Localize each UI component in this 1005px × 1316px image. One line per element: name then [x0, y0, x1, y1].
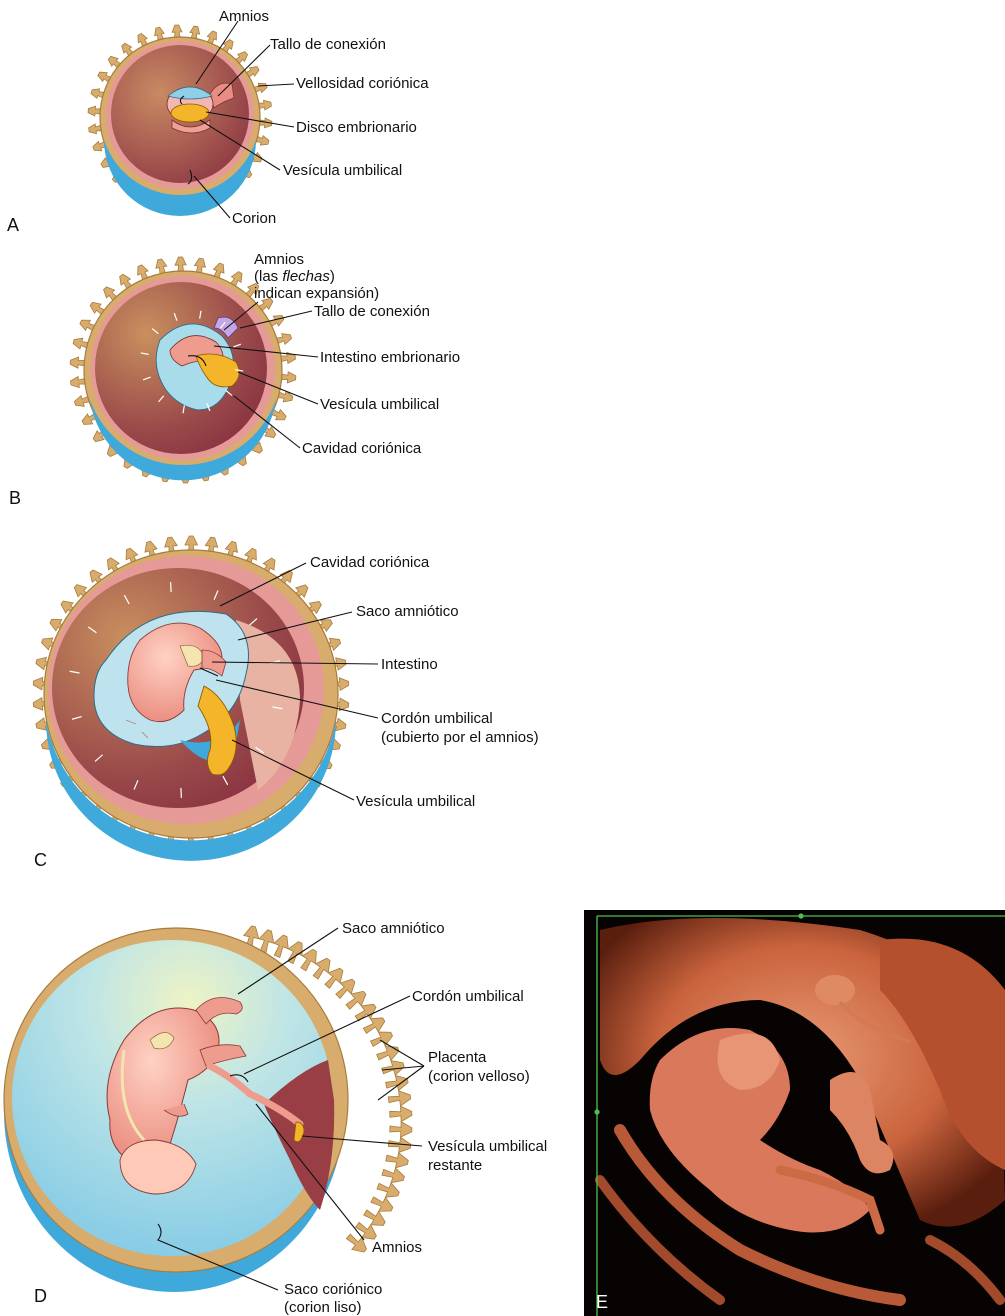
- panel-a-label-corion: Corion: [232, 210, 276, 227]
- panel-b-label-amnios-2: (las flechas): [254, 268, 335, 285]
- chorionic-villus-2: [274, 935, 288, 957]
- panel-d-label-saco: Saco amniótico: [342, 920, 445, 937]
- panel-c-letter: C: [34, 850, 47, 870]
- panel-b-label-tallo: Tallo de conexión: [314, 303, 430, 320]
- panel-d: Saco amniótico Cordón umbilical Placenta…: [4, 920, 547, 1316]
- chorionic-villus-23: [364, 1210, 385, 1225]
- panel-d-label-placenta-1: Placenta: [428, 1049, 487, 1066]
- panel-c-label-intestino: Intestino: [381, 656, 438, 673]
- chorionic-villus-20: [382, 1168, 405, 1183]
- panel-c-label-cavidad: Cavidad coriónica: [310, 554, 430, 571]
- chorionic-villus-4: [301, 949, 317, 970]
- chorionic-villus-11: [371, 1032, 393, 1046]
- chorionic-villus-19: [386, 1153, 409, 1168]
- panel-b-label-amnios-1: Amnios: [254, 251, 304, 268]
- panel-b-label-amnios-3: indican expansión): [254, 285, 379, 302]
- panel-d-label-placenta-2: (corion velloso): [428, 1068, 530, 1085]
- chorionic-villus-17: [390, 1122, 412, 1137]
- panel-c-label-cordon-1: Cordón umbilical: [381, 710, 493, 727]
- chorionic-villus-16: [390, 1106, 412, 1121]
- panel-b-label-vesicula: Vesícula umbilical: [320, 396, 439, 413]
- panel-b-label-cavidad: Cavidad coriónica: [302, 440, 422, 457]
- panel-d-label-corionico-1: Saco coriónico: [284, 1281, 382, 1298]
- panel-a-label-tallo: Tallo de conexión: [270, 36, 386, 53]
- panel-a-label-disco: Disco embrionario: [296, 119, 417, 136]
- chorionic-villus-21: [377, 1183, 399, 1197]
- panel-c: Cavidad coriónica Saco amniótico Intesti…: [33, 536, 538, 870]
- chorionic-villus-22: [371, 1197, 393, 1211]
- panel-b-label-intestino: Intestino embrionario: [320, 349, 460, 366]
- panel-a-label-amnios: Amnios: [219, 8, 269, 25]
- panel-c-label-cordon-2: (cubierto por el amnios): [381, 729, 539, 746]
- panel-a: Amnios Tallo de conexión Vellosidad cori…: [7, 8, 429, 235]
- panel-a-label-vellosidad: Vellosidad coriónica: [296, 75, 429, 92]
- panel-b-letter: B: [9, 488, 21, 508]
- panel-d-label-cordon: Cordón umbilical: [412, 988, 524, 1005]
- panel-d-label-amnios: Amnios: [372, 1239, 422, 1256]
- panel-d-label-vesicula-2: restante: [428, 1157, 482, 1174]
- chorionic-villus-15: [388, 1091, 410, 1106]
- panel-e-frame-marker-left: [594, 1109, 599, 1114]
- panel-e-frame-marker-top: [798, 913, 803, 918]
- panel-b: Amnios (las flechas) indican expansión) …: [9, 251, 460, 508]
- panel-e: E: [584, 910, 1005, 1316]
- panel-a-label-vesicula: Vesícula umbilical: [283, 162, 402, 179]
- panel-c-label-saco: Saco amniótico: [356, 603, 459, 620]
- panel-a-letter: A: [7, 215, 19, 235]
- panel-d-label-vesicula-1: Vesícula umbilical: [428, 1138, 547, 1155]
- chorionic-villus-12: [377, 1046, 399, 1060]
- panel-e-letter: E: [596, 1292, 608, 1312]
- chorionic-villus-10: [363, 1018, 384, 1034]
- panel-c-label-vesicula: Vesícula umbilical: [356, 793, 475, 810]
- chorionic-villus-14: [386, 1075, 409, 1090]
- chorionic-villus-1: [259, 930, 274, 953]
- panel-d-label-corionico-2: (corion liso): [284, 1299, 362, 1316]
- panel-d-letter: D: [34, 1286, 47, 1306]
